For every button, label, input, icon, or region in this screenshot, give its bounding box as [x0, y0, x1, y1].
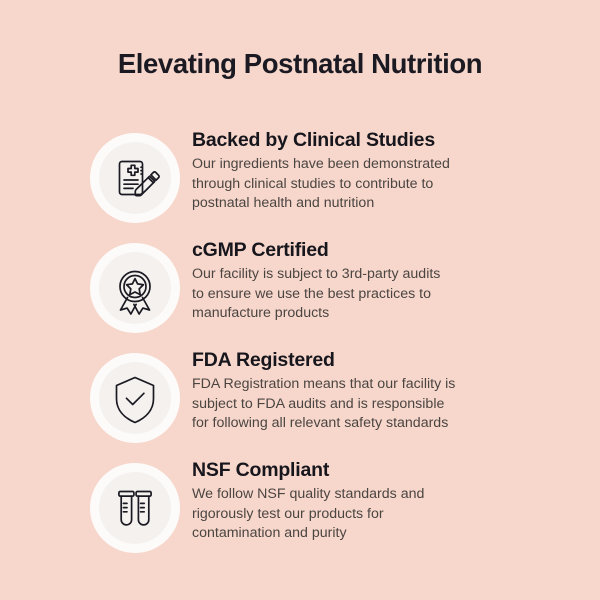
list-item: cGMP Certified Our facility is subject t…	[0, 238, 600, 348]
feature-text: cGMP Certified Our facility is subject t…	[180, 238, 600, 323]
feature-body: Our ingredients have been demonstrated t…	[192, 156, 450, 212]
feature-text: FDA Registered FDA Registration means th…	[180, 348, 600, 433]
feature-heading: FDA Registered	[192, 349, 335, 371]
feature-heading: NSF Compliant	[192, 459, 330, 481]
feature-list: Backed by Clinical Studies Our ingredien…	[0, 128, 600, 568]
feature-heading: cGMP Certified	[192, 239, 329, 261]
list-item: Backed by Clinical Studies Our ingredien…	[0, 128, 600, 238]
list-item: NSF Compliant We follow NSF quality stan…	[0, 458, 600, 568]
feature-text: NSF Compliant We follow NSF quality stan…	[180, 458, 600, 543]
award-medal-icon	[90, 243, 180, 333]
clipboard-dropper-icon	[90, 133, 180, 223]
feature-body: We follow NSF quality standards and rigo…	[192, 486, 425, 542]
shield-check-icon	[90, 353, 180, 443]
feature-body: FDA Registration means that our facility…	[192, 376, 456, 432]
feature-body: Our facility is subject to 3rd-party aud…	[192, 266, 441, 322]
list-item: FDA Registered FDA Registration means th…	[0, 348, 600, 458]
page-title: Elevating Postnatal Nutrition	[117, 48, 483, 79]
feature-heading: Backed by Clinical Studies	[192, 129, 435, 151]
feature-text: Backed by Clinical Studies Our ingredien…	[180, 128, 600, 213]
test-tubes-icon	[90, 463, 180, 553]
